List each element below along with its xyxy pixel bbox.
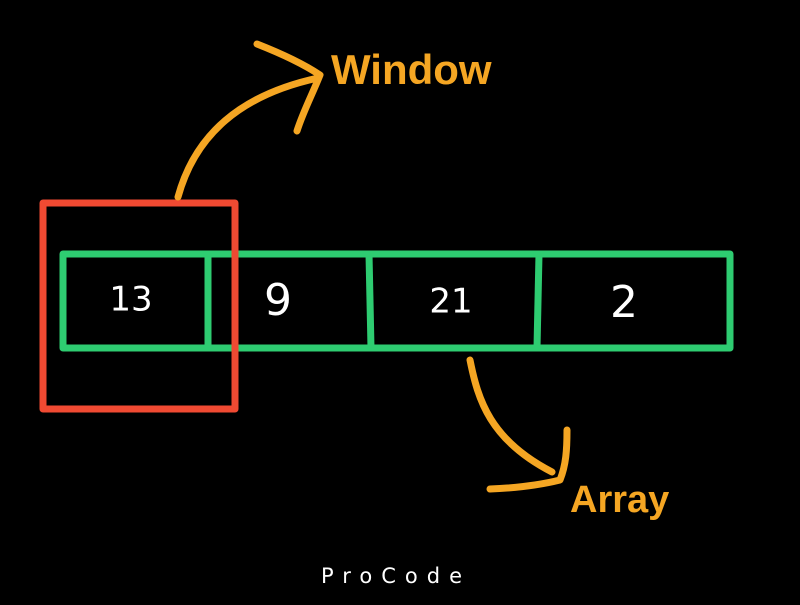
window-box bbox=[39, 199, 239, 413]
array-cell-value-3: 21 bbox=[429, 282, 472, 322]
array-label: Array bbox=[570, 479, 669, 521]
window-arrow-icon bbox=[174, 74, 322, 201]
array-cell-value-4: 2 bbox=[610, 277, 638, 328]
footer-brand: ProCode bbox=[321, 564, 471, 588]
array-divider-3 bbox=[533, 253, 543, 349]
array-cell-value-1: 13 bbox=[109, 280, 152, 320]
array-arrow-head-icon bbox=[486, 426, 571, 493]
window-arrow-head-icon bbox=[253, 40, 324, 135]
array-frame bbox=[59, 250, 734, 352]
window-label: Window bbox=[331, 46, 492, 93]
array-divider-2 bbox=[365, 253, 375, 349]
array-cell-value-2: 9 bbox=[264, 275, 292, 326]
array-arrow-icon bbox=[466, 356, 556, 476]
